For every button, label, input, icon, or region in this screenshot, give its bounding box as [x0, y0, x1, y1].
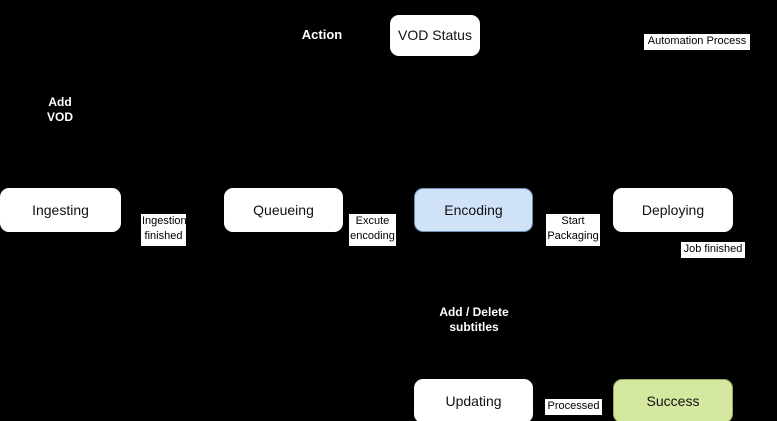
updating-node[interactable]: Updating	[414, 379, 533, 421]
automation-process-tag: Automation Process	[644, 34, 750, 50]
excute-encoding-tag: Excute encoding	[349, 214, 396, 246]
deploying-node-label: Deploying	[641, 201, 705, 218]
add-delete-subtitles-label: Add / Delete subtitles	[439, 305, 509, 334]
success-node[interactable]: Success	[613, 379, 733, 421]
processed-tag: Processed	[545, 399, 602, 415]
action-column-header: Action	[301, 27, 343, 42]
job-finished-tag: Job finished	[681, 242, 745, 258]
updating-node-label: Updating	[445, 392, 502, 409]
encoding-node[interactable]: Encoding	[414, 188, 533, 232]
queueing-node-label: Queueing	[253, 201, 314, 218]
start-packaging-tag: Start Packaging	[546, 214, 600, 246]
vod-status-node-label: VOD Status	[398, 27, 472, 44]
ingesting-node-label: Ingesting	[32, 201, 89, 218]
encoding-node-label: Encoding	[444, 201, 503, 218]
vod-status-node[interactable]: VOD Status	[390, 15, 480, 56]
queueing-node[interactable]: Queueing	[224, 188, 343, 232]
deploying-node[interactable]: Deploying	[613, 188, 733, 232]
add-vod-label: Add VOD	[46, 95, 73, 124]
ingesting-node[interactable]: Ingesting	[0, 188, 121, 232]
ingestion-finished-tag: Ingestion finished	[141, 214, 187, 246]
success-node-label: Success	[646, 392, 700, 409]
